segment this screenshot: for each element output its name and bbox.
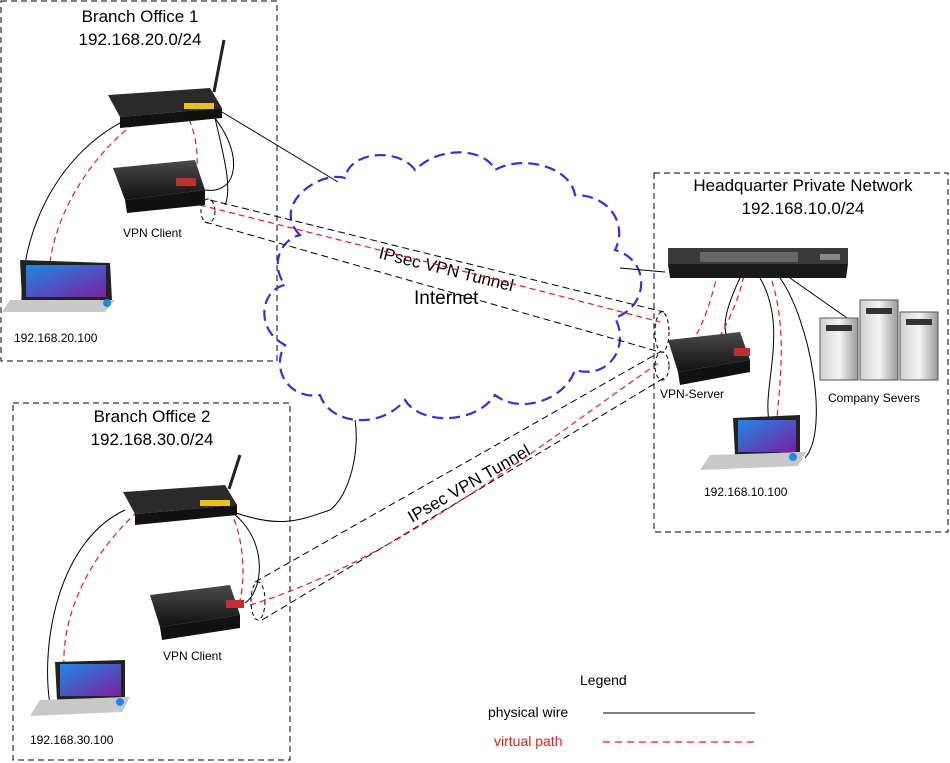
branch2-router (123, 454, 242, 525)
tunnel-bottom-label: IPsec VPN Tunnel (405, 441, 534, 526)
internet-cloud (263, 151, 643, 422)
tunnel-top-outline (204, 199, 665, 353)
hq-region (653, 172, 949, 533)
hq-laptop-ip: 192.168.10.100 (704, 485, 788, 499)
internet-label: Internet (414, 288, 479, 309)
tunnel-end-b1 (200, 198, 216, 224)
branch1-laptop (2, 260, 115, 312)
branch1-region (0, 0, 278, 362)
branch2-title: Branch Office 2 (94, 407, 211, 426)
hq-vpn-server (668, 332, 750, 385)
branch2-laptop-ip: 192.168.30.100 (30, 733, 114, 747)
hq-server-label: VPN-Server (660, 387, 724, 401)
branch2-region (12, 402, 291, 761)
legend: Legend physical wire virtual path (488, 672, 755, 749)
branch1-title: Branch Office 1 (82, 7, 199, 26)
legend-title: Legend (580, 672, 627, 688)
company-servers (819, 299, 939, 381)
legend-physical-label: physical wire (488, 704, 568, 720)
branch2-subnet: 192.168.30.0/24 (91, 430, 214, 449)
branch2-laptop (30, 660, 130, 716)
legend-virtual-label: virtual path (494, 733, 562, 749)
branch2-vpn-client (150, 585, 244, 640)
tunnel-end-hq-top (654, 311, 670, 353)
branch1-client-label: VPN Client (123, 226, 182, 240)
tunnel-bottom-outline (254, 351, 665, 621)
branch1-vpn-client (113, 160, 205, 213)
branch1-laptop-ip: 192.168.20.100 (14, 331, 98, 345)
company-servers-label: Company Severs (828, 391, 920, 405)
branch1-router (108, 39, 226, 128)
hq-switch (668, 248, 848, 278)
virtual-paths (48, 109, 782, 701)
hq-title: Headquarter Private Network (693, 176, 913, 195)
branch1-subnet: 192.168.20.0/24 (79, 30, 202, 49)
hq-laptop (700, 415, 806, 470)
hq-subnet: 192.168.10.0/24 (742, 199, 865, 218)
branch2-client-label: VPN Client (163, 649, 222, 663)
tunnel-end-hq-bottom (654, 351, 670, 381)
